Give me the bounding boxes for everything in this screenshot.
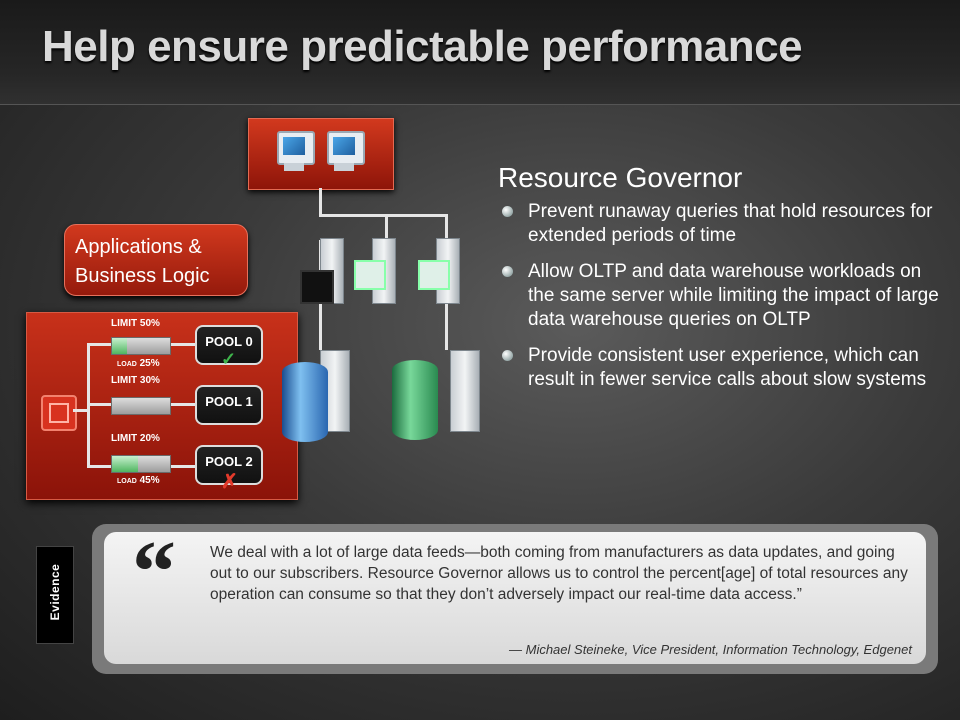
title-bar: Help ensure predictable performance [0,0,960,105]
load-bar-fill-2 [112,456,139,472]
evidence-label: Evidence [48,563,62,621]
pool-2: POOL 2 [195,445,263,485]
bullet-text: Provide consistent user experience, whic… [528,345,927,390]
server-icon [450,350,480,432]
section-heading: Resource Governor [498,162,743,193]
load-bar-1 [111,397,171,415]
connector-line [319,214,447,217]
load-label-0: LOAD 25% [117,358,160,369]
applications-business-logic-box: Applications & Business Logic [64,224,248,296]
evidence-tab: Evidence [36,546,74,644]
resource-governor-diagram: LIMIT 50% LOAD 25% LIMIT 30% LIMIT 20% L… [26,312,298,500]
load-bar-fill-0 [112,338,127,354]
connector-line [445,214,448,240]
limit-label-0: LIMIT 50% [111,318,160,329]
load-bar-2 [111,455,171,473]
monitor-base [284,163,304,171]
limit-label-1: LIMIT 30% [111,375,160,386]
connector-line [73,409,89,412]
connector-line [445,280,448,350]
pool-0: POOL 0 [195,325,263,365]
server-monitor-icon [354,260,386,290]
load-label-2: LOAD 45% [117,475,160,486]
app-box-label: Applications & Business Logic [75,233,210,291]
database-icon [282,362,328,442]
slide-title: Help ensure predictable performance [42,22,803,71]
app-box-line2: Business Logic [75,265,210,287]
bullet-item: Prevent runaway queries that hold resour… [500,200,950,248]
quote-box [104,532,926,664]
bullet-item: Provide consistent user experience, whic… [500,344,950,392]
quote-attribution: — Michael Steineke, Vice President, Info… [509,642,912,657]
quote-text: We deal with a lot of large data feeds—b… [210,544,908,603]
bullet-item: Allow OLTP and data warehouse workloads … [500,260,950,332]
quote-mark-icon: “ [132,524,176,621]
bullet-list: Prevent runaway queries that hold resour… [500,200,950,404]
bullet-icon [502,266,513,277]
client-computers-box [248,118,394,190]
bullet-icon [502,206,513,217]
monitor-base [334,163,354,171]
check-icon: ✓ [221,349,237,369]
bullet-text: Allow OLTP and data warehouse workloads … [528,261,939,330]
monitor-icon [277,131,315,165]
monitor-icon [327,131,365,165]
pool-1: POOL 1 [195,385,263,425]
database-icon [392,360,438,440]
bullet-icon [502,350,513,361]
cross-icon: ✗ [221,471,238,493]
server-monitor-icon [300,270,334,304]
connector-line [385,214,388,240]
limit-label-2: LIMIT 20% [111,433,160,444]
bullet-text: Prevent runaway queries that hold resour… [528,201,933,246]
connector-line [319,188,322,216]
server-monitor-icon [418,260,450,290]
cpu-chip-icon [41,395,77,431]
load-bar-0 [111,337,171,355]
app-box-line1: Applications & [75,236,202,258]
